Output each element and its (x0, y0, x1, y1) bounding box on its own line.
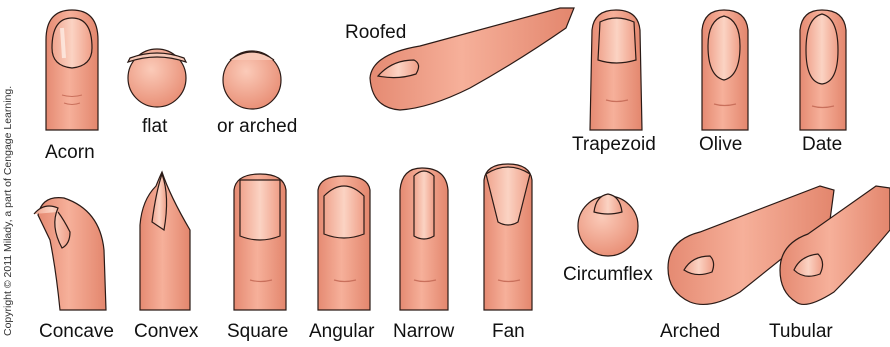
olive-nail-figure (702, 10, 748, 130)
label-tubular: Tubular (769, 321, 833, 343)
angular-nail-figure (318, 176, 370, 310)
label-olive: Olive (699, 134, 742, 156)
copyright-credit: Copyright © 2011 Milady, a part of Cenga… (2, 36, 14, 336)
concave-nail-figure (34, 198, 106, 310)
label-roofed: Roofed (345, 22, 406, 44)
date-nail-figure (800, 10, 846, 130)
label-square: Square (227, 321, 288, 343)
label-narrow: Narrow (393, 321, 454, 343)
label-flat: flat (142, 116, 167, 138)
label-date: Date (802, 134, 842, 156)
label-circumflex: Circumflex (563, 264, 653, 286)
label-arched: Arched (660, 321, 720, 343)
label-acorn: Acorn (45, 142, 95, 164)
acorn-nail-figure (46, 10, 98, 130)
arched-ball-figure (223, 51, 281, 109)
trapezoid-nail-figure (590, 10, 642, 130)
flat-nail-figure (128, 49, 186, 107)
label-convex: Convex (134, 321, 198, 343)
label-concave: Concave (39, 321, 114, 343)
label-angular: Angular (309, 321, 375, 343)
narrow-nail-figure (400, 168, 448, 310)
label-trapezoid: Trapezoid (572, 134, 656, 156)
circumflex-nail-figure (578, 194, 638, 256)
label-fan: Fan (492, 321, 525, 343)
convex-nail-figure (140, 172, 190, 310)
square-nail-figure (234, 174, 286, 310)
fan-nail-figure (484, 164, 532, 310)
label-or-arched: or arched (217, 116, 297, 138)
